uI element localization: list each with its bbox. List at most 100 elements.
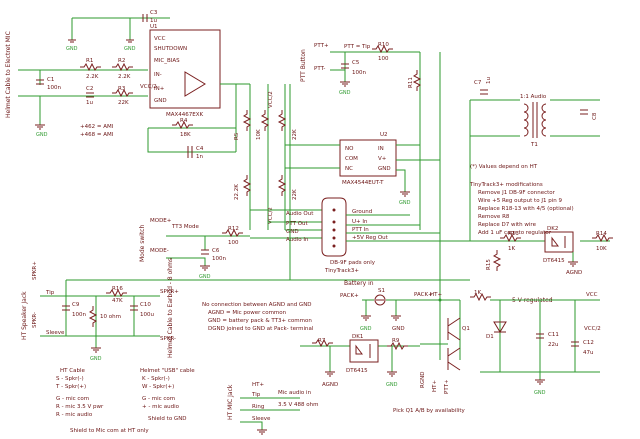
u1-chip — [149, 29, 221, 109]
c3-value: 1u — [150, 18, 157, 24]
pack-plus-label-2: PACK+ — [414, 292, 433, 298]
mod-item-5: Replace D7 with wire — [478, 222, 537, 228]
u1-ref: U1 — [150, 24, 158, 30]
spkr-minus-label-2: SPKR- — [160, 336, 176, 342]
u1-pin-4: IN- — [154, 72, 162, 78]
audio-transformer-section: C7 1u C8 1:1 Audio T1 (*) Values depend … — [469, 77, 600, 241]
mod-item-1: Remove J1 DB-9F connector — [478, 190, 556, 196]
dk2-box — [544, 231, 574, 253]
cable-notes: HT Cable S - Spkr(-) T - Spkr(+) G - mic… — [55, 368, 195, 434]
spkr-plus-label-2: SPKR+ — [160, 289, 179, 295]
d1-label: D1 — [486, 334, 494, 340]
u2-pin-1: NO — [345, 146, 354, 152]
ht-mic-jack-label: HT MIC Jack — [227, 384, 234, 420]
r12-label: R12 — [228, 226, 239, 232]
vcc2-label-2: VCC/2 — [268, 91, 274, 108]
vcc-label-1: VCC — [586, 292, 598, 298]
r10-value: 100 — [378, 56, 389, 62]
r4-value: 18K — [180, 132, 191, 138]
agnd-label-2: AGND — [322, 382, 338, 388]
gnd-label-4: GND — [339, 90, 351, 96]
c3-label: C3 — [150, 10, 158, 16]
db9-pin-4: Audio In — [286, 237, 309, 243]
tinytrack-label: TinyTrack3+ — [324, 268, 359, 274]
opto-dk2: R13 1K DK2 DT6415 R14 10K AGND R15 — [470, 226, 613, 276]
values-note: (*) Values depend on HT — [470, 164, 538, 170]
helmet-mic-label: Helmet Cable to Electret MIC — [5, 31, 12, 118]
mode-switch-section: Mode switch MODE+ MODE- TT3 Mode R12 100… — [139, 218, 250, 280]
c2-value: 1u — [86, 100, 93, 106]
u1-pin-3: MIC_BIAS — [154, 58, 180, 64]
mod-item-4: Remove R8 — [478, 214, 510, 220]
mod-item-3: Replace R18-13 with 4/5 (optional) — [478, 206, 574, 212]
db9-pin-7: PTT In — [352, 227, 369, 233]
sleeve-label-1: Sleeve — [46, 330, 65, 336]
mode-switch-label: Mode switch — [139, 224, 146, 262]
gnd-label-2: GND — [66, 46, 78, 52]
ht-plus-label-1: HT+ — [430, 292, 442, 298]
db9-pads-note: DB-9F pads only — [330, 260, 376, 266]
ring-label: Ring — [252, 404, 264, 410]
gnd-label-8: GND — [360, 326, 372, 332]
c7-value: 1u — [486, 77, 492, 84]
ht-speaker-label: HT Speaker Jack — [21, 291, 28, 340]
mod-item-2: Wire +5 Reg output to J1 pin 9 — [478, 198, 562, 204]
spkr-plus-label-1: SPKR+ — [32, 261, 38, 280]
u2-chip — [339, 139, 397, 177]
r14-value: 10K — [596, 246, 607, 252]
ptt-plus-label-2: PTT+ — [444, 379, 450, 394]
r6-value: 10K — [256, 129, 262, 140]
load-resistor-value: 10 ohm — [100, 314, 121, 320]
helmet-mic-section: Helmet Cable to Electret MIC C1 100n GND… — [5, 31, 114, 138]
c5-label: C5 — [352, 60, 360, 66]
gnd-label-5: GND — [399, 200, 411, 206]
r1-value: 2.2K — [86, 74, 99, 80]
c7-label: C7 — [474, 80, 482, 86]
transformer-label: 1:1 Audio — [520, 94, 547, 100]
gain-note-1: +462 = AMI — [80, 124, 114, 130]
ht-mic-section: HT MIC Jack HT+ Tip Ring Sleeve Mic audi… — [227, 382, 466, 435]
r8-value: 22.2K — [234, 184, 240, 200]
c6-label: C6 — [212, 248, 220, 254]
ht-cable-line-6: R - mic audio — [56, 412, 93, 418]
r1-label: R1 — [86, 58, 93, 64]
r3-value: 22K — [118, 100, 129, 106]
ptt-section: PTT Button PTT+ PTT- PTT = Tip C5 100n G… — [285, 42, 441, 230]
tt3-mode-label: TT3 Mode — [171, 224, 199, 230]
dk1-box — [349, 339, 379, 363]
u2-pin-2: COM — [345, 156, 358, 162]
c12-value: 47u — [583, 350, 593, 356]
r11-label: R11 — [408, 77, 414, 88]
c9-value: 100n — [72, 312, 86, 318]
r3-label: R3 — [118, 86, 126, 92]
r2-label: R2 — [118, 58, 125, 64]
tip-label-1: Tip — [45, 290, 55, 296]
helmet-earbud-label: Helmet Cable to Earbud - 8 ohms — [167, 258, 174, 358]
tinytrack-connector: Audio Out PTT Out GND Audio In Ground U+… — [250, 197, 470, 274]
tip-label-2: Tip — [251, 392, 261, 398]
rgnd-label: RGND — [420, 372, 426, 388]
c9-label: C9 — [72, 302, 80, 308]
mode-minus-label: MODE- — [150, 248, 169, 254]
dk1-part: DT6415 — [346, 368, 368, 374]
gnd-label-10: GND — [386, 382, 398, 388]
mods-title: TinyTrack3+ modifications — [469, 182, 543, 188]
u2-pin-4: IN — [378, 146, 384, 152]
pack-plus-label-1: PACK+ — [340, 293, 359, 299]
spkr-minus-label-1: SPKR- — [32, 312, 38, 328]
ht-speaker-section: HT Speaker Jack SPKR+ SPKR- Tip Sleeve C… — [21, 258, 300, 362]
ht-cable-line-2: T - Spkr(+) — [55, 384, 86, 390]
helmet-usb-title: Helmet "USB" cable — [140, 368, 195, 374]
c2-label: C2 — [86, 86, 93, 92]
gnd-label-1: GND — [36, 132, 48, 138]
gain-note-2: +468 = AMI — [80, 132, 114, 138]
mode-plus-label: MODE+ — [150, 218, 172, 224]
dk1-label: DK1 — [352, 334, 363, 340]
helmet-usb-line-5: + - mic audio — [142, 404, 180, 410]
regulator-section: 5 V regulated VCC 1K D1 C11 22u VCC/2 C1… — [440, 290, 601, 396]
u2-pin-3: NC — [345, 166, 353, 172]
q1-section: Q1 RGND HT+ PTT+ — [420, 300, 470, 394]
ptt-tip-label: PTT = Tip — [344, 44, 371, 50]
ground-notes: No connection between AGND and GND AGND … — [202, 302, 314, 332]
u2-part: MAX4544EUT-T — [342, 180, 384, 186]
